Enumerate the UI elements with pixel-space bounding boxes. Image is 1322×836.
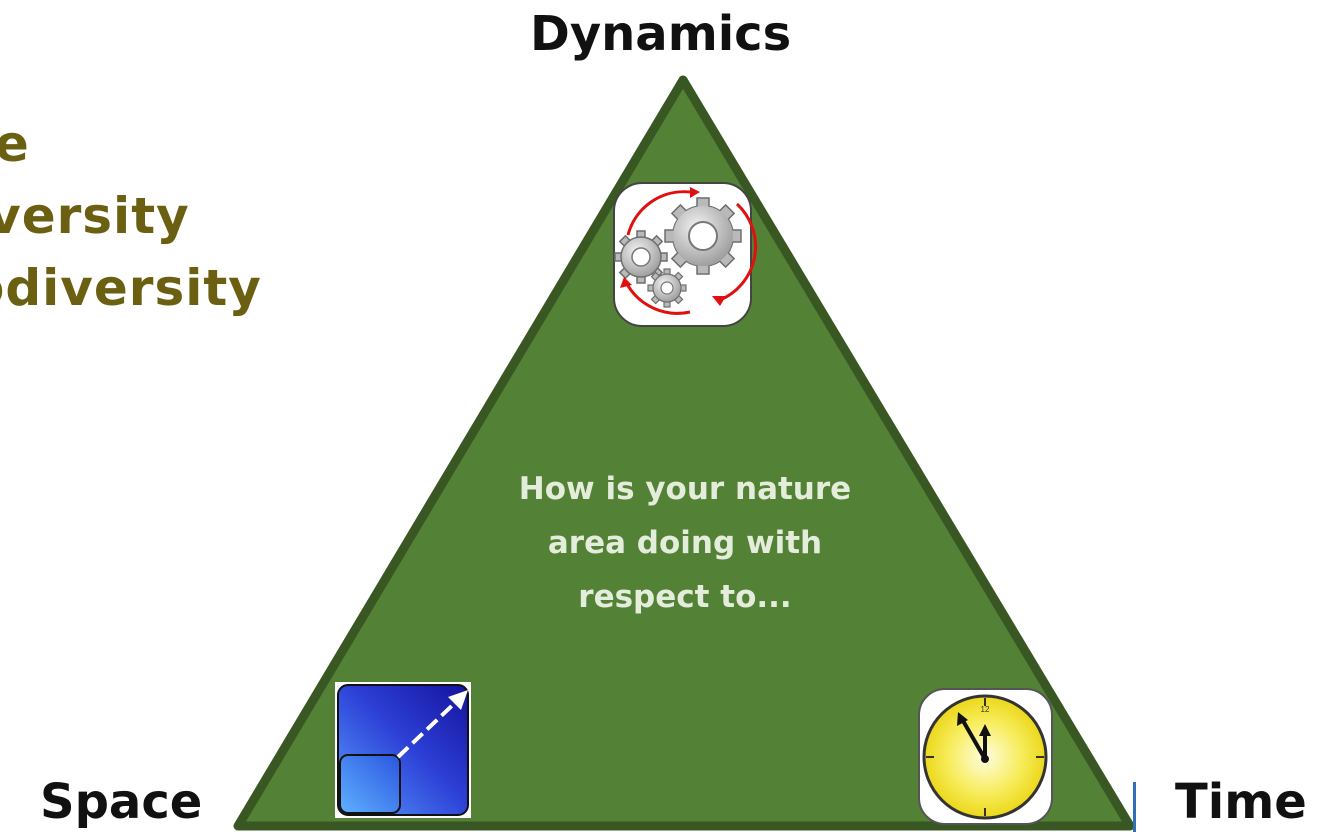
clock-icon: 12 [918, 688, 1053, 825]
heading-line-3: odiversity [0, 259, 262, 317]
center-question: How is your nature area doing with respe… [470, 462, 900, 624]
clock-numeral-12: 12 [981, 705, 990, 714]
label-space: Space [40, 774, 203, 830]
label-time: Time [1175, 774, 1307, 830]
triangle [233, 75, 1135, 831]
label-dynamics: Dynamics [530, 6, 792, 62]
center-line-3: respect to... [578, 579, 792, 615]
scale-expand-icon [335, 682, 471, 818]
text-cursor-mark [1133, 782, 1136, 832]
gears-cycle-icon [613, 182, 758, 327]
heading-line-2: iversity [0, 187, 190, 245]
center-line-1: How is your nature [518, 471, 852, 507]
heading-line-1: te [0, 115, 30, 173]
partial-heading: te iversity odiversity [0, 108, 262, 324]
center-line-2: area doing with [547, 525, 823, 561]
